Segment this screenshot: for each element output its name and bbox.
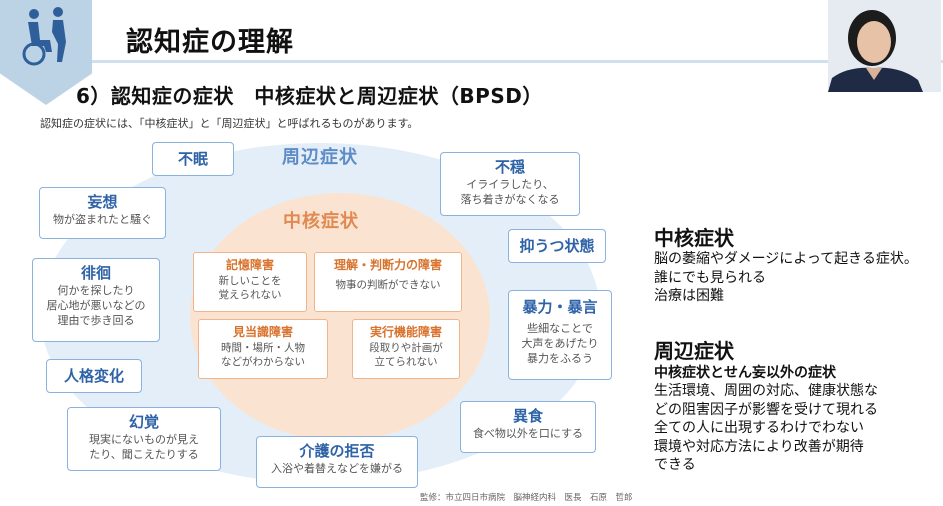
page-title: 認知症の理解 xyxy=(126,27,294,58)
speaker-avatar xyxy=(828,0,941,92)
core-title: 理解・判断力の障害 xyxy=(333,258,442,272)
header-divider xyxy=(0,60,943,63)
core-title: 実行機能障害 xyxy=(369,325,442,339)
bpsd-title: 不眠 xyxy=(177,150,208,168)
core-line: 誰にでも見られる xyxy=(654,269,766,286)
core-desc: 物事の判断ができない xyxy=(335,279,441,291)
bpsd-title: 介護の拒否 xyxy=(299,442,375,460)
bpsd-desc: 些細なことで 大声をあげたり 暴力をふるう xyxy=(521,322,599,365)
bpsd-title: 異食 xyxy=(512,407,543,425)
wheelchair-care-icon xyxy=(22,7,66,66)
bpsd-title: 抑うつ状態 xyxy=(519,237,595,255)
core-label: 中核症状 xyxy=(283,211,359,232)
core-desc: 新しいことを 覚えられない xyxy=(218,275,282,301)
bpsd-desc: 入浴や着替えなどを嫌がる xyxy=(271,462,403,475)
bpsd-box-depression: 抑うつ状態 xyxy=(508,229,606,263)
bpsd-box-hallucination: 幻覚 現実にないものが見え たり、聞こえたりする xyxy=(67,407,221,471)
bpsd-title: 暴力・暴言 xyxy=(522,298,598,316)
bpsd-text: 生活環境、周囲の対応、健康状態な どの阻害因子が影響を受けて現れる 全ての人に出… xyxy=(654,382,878,475)
core-title: 記憶障害 xyxy=(225,258,274,272)
core-box-memory: 記憶障害 新しいことを 覚えられない xyxy=(193,252,307,312)
bpsd-line: 全ての人に出現するわけでわない xyxy=(654,420,864,436)
header-band xyxy=(0,0,943,62)
symptom-diagram: 周辺症状 中核症状 不眠 不穏 イライラしたり、 落ち着きがなくなる 妄想 物が… xyxy=(30,138,620,490)
bpsd-title: 妄想 xyxy=(87,193,118,211)
bpsd-label: 周辺症状 xyxy=(282,147,358,168)
bpsd-box-care-refusal: 介護の拒否 入浴や着替えなどを嫌がる xyxy=(256,436,418,488)
bpsd-line: できる xyxy=(654,457,696,473)
bpsd-subheading: 中核症状とせん妄以外の症状 xyxy=(654,365,836,381)
bpsd-line: どの阻害因子が影響を受けて現れる xyxy=(654,401,878,418)
core-box-executive: 実行機能障害 段取りや計画が 立てられない xyxy=(352,319,460,379)
core-line: 治療は困難 xyxy=(654,288,724,304)
bpsd-box-personality: 人格変化 xyxy=(46,359,142,393)
core-ellipse xyxy=(190,193,490,441)
core-box-judgment: 理解・判断力の障害 物事の判断ができない xyxy=(314,252,462,312)
core-desc: 時間・場所・人物 などがわからない xyxy=(221,342,305,368)
core-text: 脳の萎縮やダメージによって起きる症状。 誰にでも見られる 治療は困難 xyxy=(654,250,918,306)
bpsd-box-wandering: 徘徊 何かを探したり 居心地が悪いなどの 理由で歩き回る xyxy=(32,258,160,342)
bpsd-title: 徘徊 xyxy=(80,264,111,282)
bpsd-title: 不穏 xyxy=(494,158,525,176)
core-title: 見当識障害 xyxy=(232,325,293,339)
intro-text: 認知症の症状には、「中核症状」と「周辺症状」と呼ばれるものがあります。 xyxy=(40,117,419,130)
core-desc: 段取りや計画が 立てられない xyxy=(369,342,443,368)
core-heading: 中核症状 xyxy=(654,226,734,250)
bpsd-desc: 食べ物以外を口にする xyxy=(472,427,584,440)
core-line: 脳の萎縮やダメージによって起きる症状。 xyxy=(654,251,918,267)
supervision-credit: 監修：市立四日市病院 脳神経内科 医長 石原 哲郎 xyxy=(420,493,633,503)
bpsd-desc: イライラしたり、 落ち着きがなくなる xyxy=(460,178,560,206)
bpsd-line: 生活環境、周囲の対応、健康状態な xyxy=(654,383,878,399)
bpsd-box-violence: 暴力・暴言 些細なことで 大声をあげたり 暴力をふるう xyxy=(508,290,612,380)
core-box-orientation: 見当識障害 時間・場所・人物 などがわからない xyxy=(198,319,328,379)
bpsd-box-pica: 異食 食べ物以外を口にする xyxy=(460,401,596,453)
bpsd-heading: 周辺症状 xyxy=(654,339,734,363)
bpsd-desc: 何かを探したり 居心地が悪いなどの 理由で歩き回る xyxy=(46,284,146,327)
bpsd-line: 環境や対応方法により改善が期待 xyxy=(654,438,864,455)
bpsd-title: 幻覚 xyxy=(128,413,159,431)
section-subtitle: 6）認知症の症状 中核症状と周辺症状（BPSD） xyxy=(76,84,543,108)
bpsd-box-delusion: 妄想 物が盗まれたと騒ぐ xyxy=(39,187,166,239)
bpsd-desc: 現実にないものが見え たり、聞こえたりする xyxy=(89,433,199,461)
bpsd-desc: 物が盗まれたと騒ぐ xyxy=(53,213,152,226)
speaker-video xyxy=(828,0,941,92)
bpsd-title: 人格変化 xyxy=(63,367,124,385)
bpsd-box-agitation: 不穏 イライラしたり、 落ち着きがなくなる xyxy=(440,152,580,216)
bpsd-box-insomnia: 不眠 xyxy=(152,142,234,176)
